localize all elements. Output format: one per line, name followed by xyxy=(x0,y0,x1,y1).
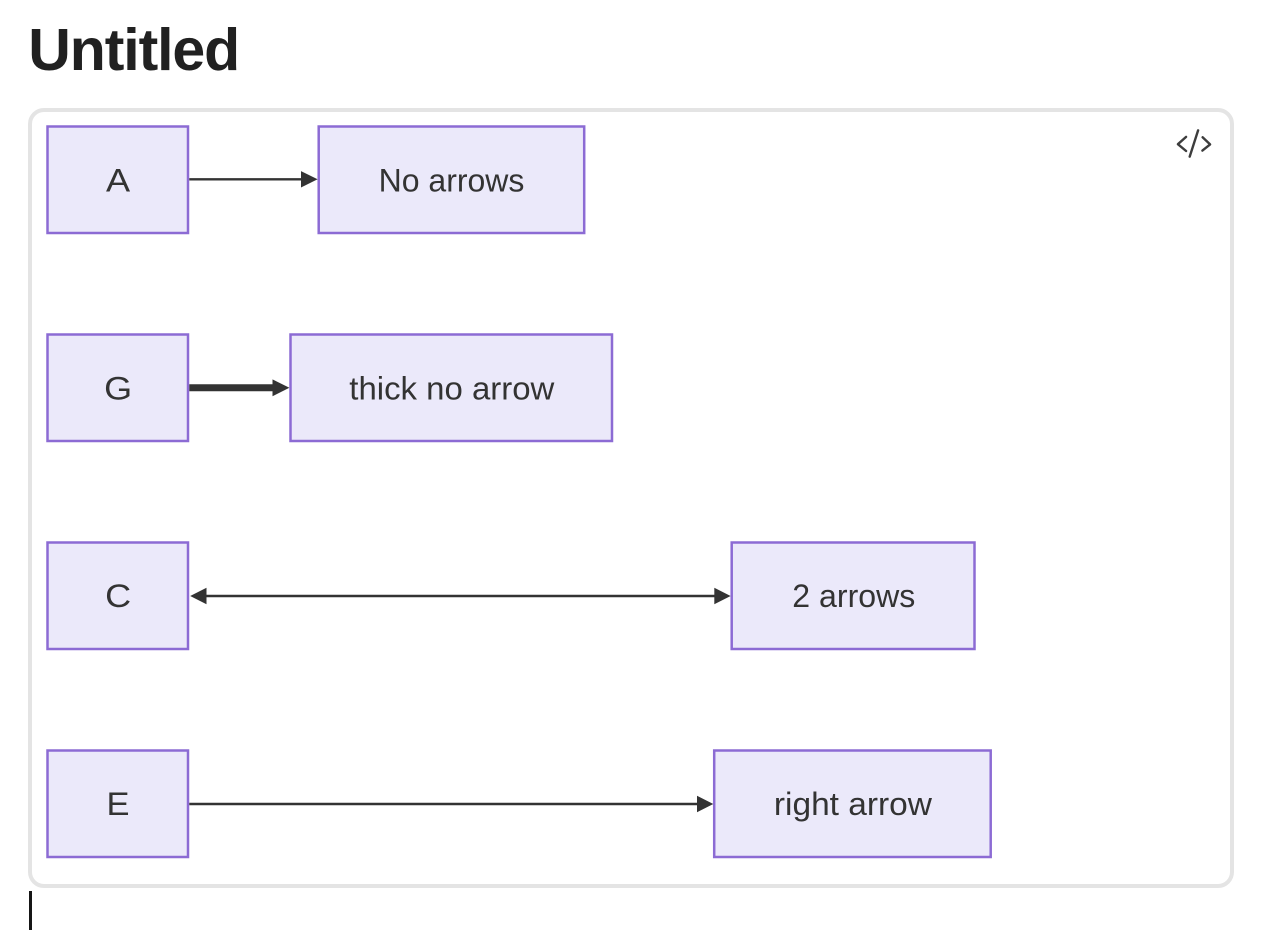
svg-text:No arrows: No arrows xyxy=(379,163,525,199)
svg-text:thick no arrow: thick no arrow xyxy=(349,371,555,407)
svg-text:2 arrows: 2 arrows xyxy=(792,578,915,614)
svg-text:right arrow: right arrow xyxy=(774,786,933,822)
svg-text:G: G xyxy=(104,371,132,407)
svg-text:C: C xyxy=(105,578,131,614)
svg-text:E: E xyxy=(107,786,130,822)
svg-text:A: A xyxy=(106,163,131,199)
